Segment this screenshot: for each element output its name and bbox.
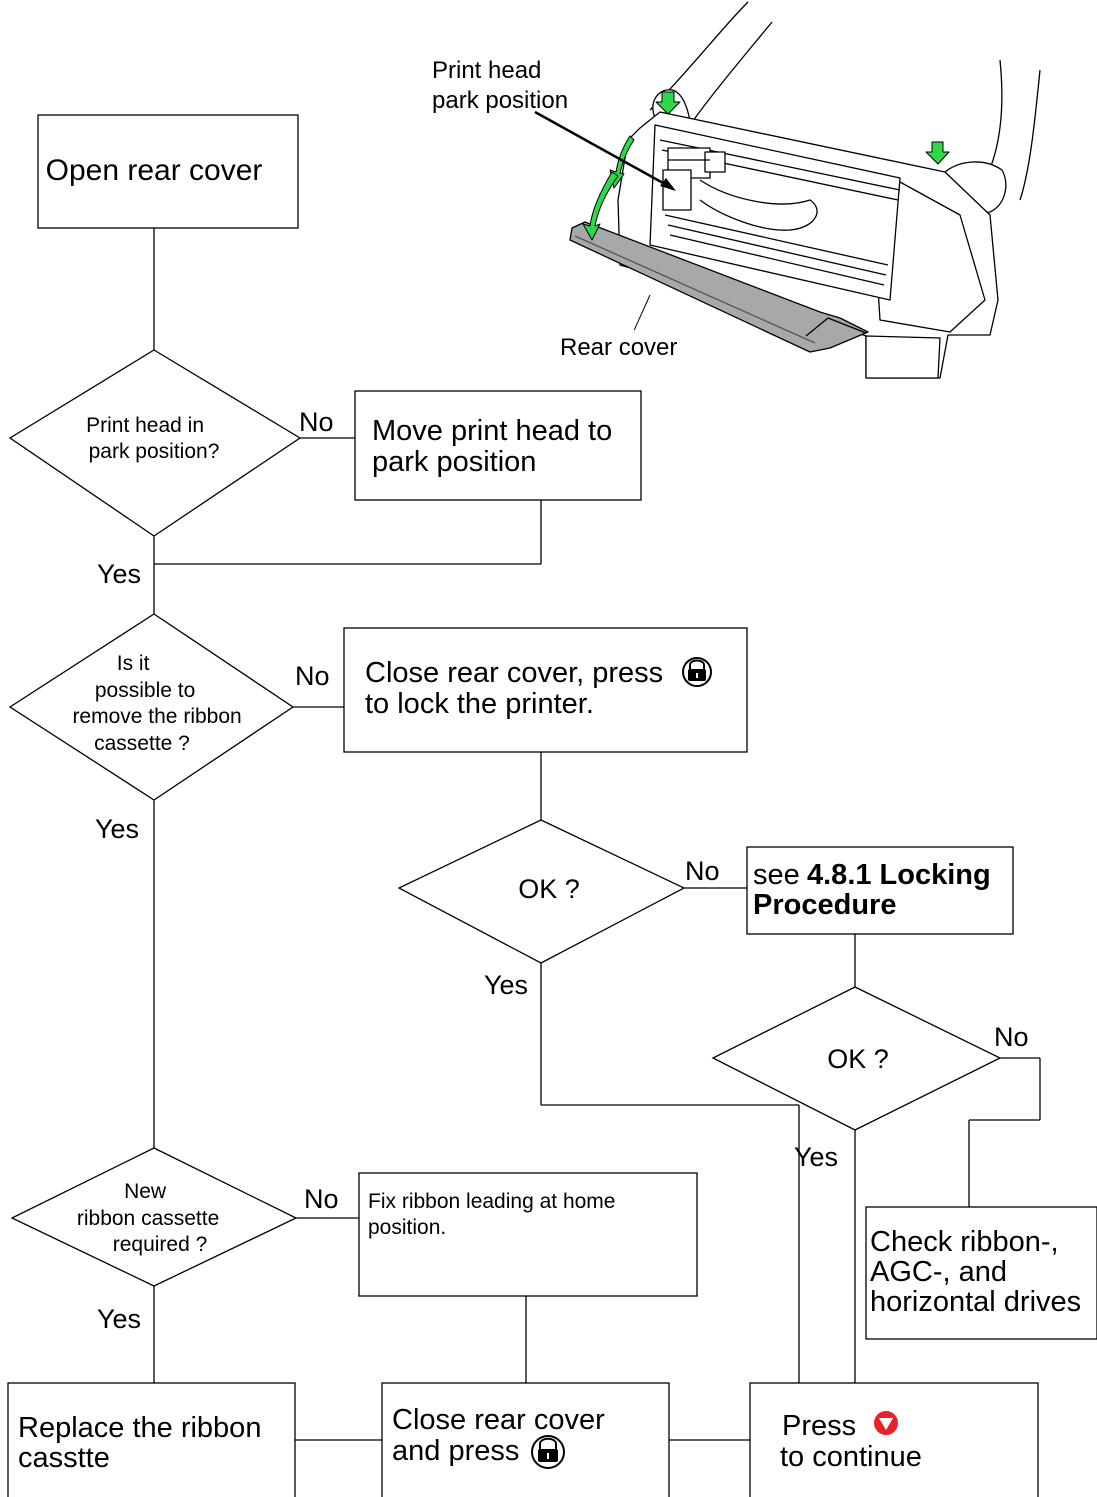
box-fix-ribbon xyxy=(358,1172,698,1297)
box-replace-cassette xyxy=(7,1382,296,1497)
padlock-button-icon xyxy=(531,1435,565,1469)
printer-illustration xyxy=(534,1,1041,379)
box-move-print-head xyxy=(354,390,642,501)
rear-cover-shape xyxy=(569,221,869,353)
edge-label-yes: Yes xyxy=(97,559,141,589)
rear-cover-label: Rear cover xyxy=(560,334,677,361)
see-locking-text: see 4.8.1 Locking Procedure xyxy=(753,859,999,921)
move-print-head-text: Move print head to park position xyxy=(372,415,620,478)
ribbon-loop xyxy=(699,179,818,231)
box-see-locking xyxy=(746,846,1014,935)
edge-label-yes: Yes xyxy=(95,814,139,844)
fix-ribbon-text: Fix ribbon leading at home position. xyxy=(368,1190,621,1239)
diamond-ok-1 xyxy=(397,819,686,964)
rear-cover-pointer xyxy=(631,294,651,336)
edge-labels: No Yes No Yes No Yes No Yes No Yes xyxy=(95,407,1029,1334)
diamond-ok-2 xyxy=(711,986,1002,1131)
replace-cassette-text: Replace the ribbon casstte xyxy=(18,1412,270,1474)
diamond-remove-cassette xyxy=(8,613,295,801)
process-boxes xyxy=(7,114,1097,1497)
edge-label-no: No xyxy=(304,1184,339,1214)
edge-label-no: No xyxy=(994,1022,1029,1052)
edge-label-no: No xyxy=(299,407,334,437)
close-lock-text: Close rear cover, press to lock the prin… xyxy=(365,657,671,720)
ok-question-2: OK ? xyxy=(827,1044,889,1074)
check-drives-text: Check ribbon-, AGC-, and horizontal driv… xyxy=(870,1226,1081,1318)
right-foot xyxy=(865,335,941,379)
print-head-label: Print head park position xyxy=(432,57,568,114)
down-arrow-icon xyxy=(925,141,950,165)
edge-label-yes: Yes xyxy=(794,1142,838,1172)
padlock-button-icon xyxy=(682,657,712,687)
edge-label-no: No xyxy=(295,661,330,691)
diamond-new-cassette xyxy=(10,1147,298,1287)
box-close-press xyxy=(381,1382,670,1497)
press-continue-text: Press to continue xyxy=(780,1410,922,1473)
diamond-print-head-park xyxy=(8,349,302,537)
down-arrow-icon xyxy=(655,91,681,115)
print-head xyxy=(662,147,726,211)
box-check-drives xyxy=(865,1206,1097,1340)
box-close-lock xyxy=(343,627,748,753)
edge-label-yes: Yes xyxy=(484,970,528,1000)
edge-label-no: No xyxy=(685,856,720,886)
curved-arrow-icon xyxy=(582,171,619,241)
box-press-continue xyxy=(749,1382,1039,1497)
print-head-pointer xyxy=(534,110,673,190)
open-rear-cover-text: Open rear cover xyxy=(46,154,263,187)
box-open-rear-cover xyxy=(37,114,299,229)
ok-question-1: OK ? xyxy=(518,874,580,904)
new-cassette-question: New ribbon cassette required ? xyxy=(77,1180,225,1256)
close-press-text: Close rear cover and press xyxy=(392,1404,613,1467)
green-arrow-icons xyxy=(582,91,950,241)
decision-diamonds xyxy=(8,349,1002,1287)
edge-label-yes: Yes xyxy=(97,1304,141,1334)
connectors xyxy=(153,228,1041,1441)
print-head-park-question: Print head in park position? xyxy=(86,414,219,463)
red-down-triangle-icon xyxy=(874,1411,898,1435)
remove-cassette-question: Is it possible to remove the ribbon cass… xyxy=(72,652,247,755)
